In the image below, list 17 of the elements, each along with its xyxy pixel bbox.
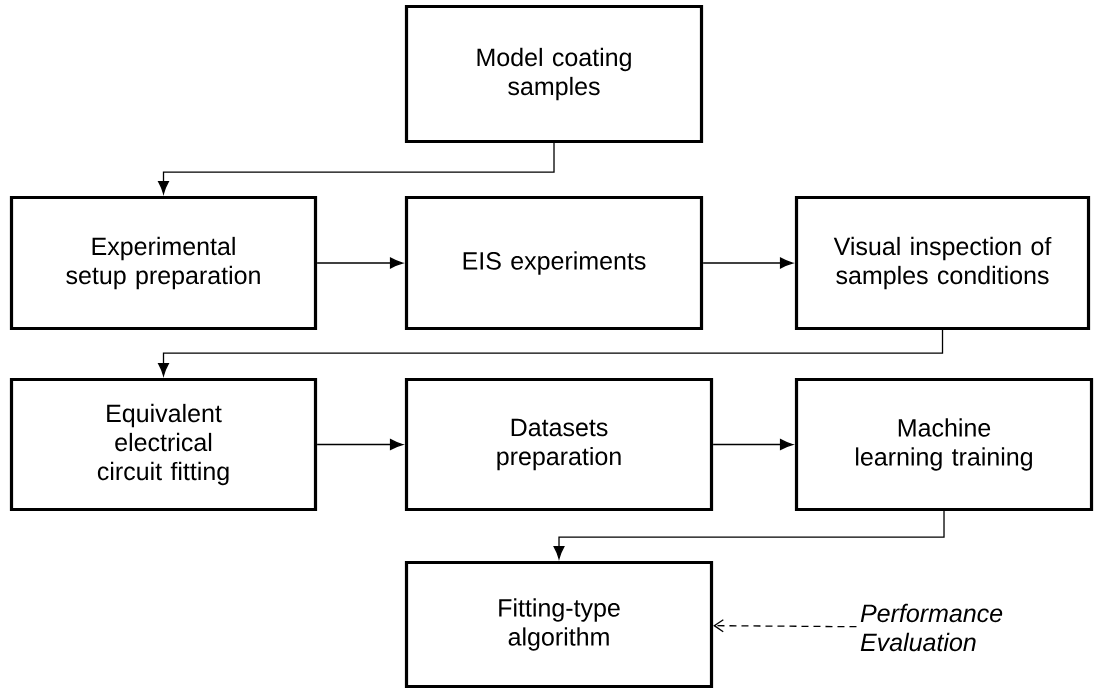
process-box: Datasets preparation bbox=[404, 377, 714, 512]
arrow bbox=[553, 510, 945, 560]
process-box: EIS experiments bbox=[404, 195, 704, 331]
arrow bbox=[316, 257, 404, 269]
process-box: Machine learning training bbox=[794, 377, 1094, 512]
arrow bbox=[158, 142, 555, 195]
arrow bbox=[158, 329, 944, 377]
arrow bbox=[702, 257, 794, 269]
arrow bbox=[316, 439, 404, 450]
process-box: Experimental setup preparation bbox=[9, 195, 318, 331]
arrow bbox=[713, 619, 858, 633]
process-box: Visual inspection of samples conditions bbox=[794, 195, 1091, 331]
process-box: Equivalent electrical circuit fitting bbox=[9, 377, 318, 512]
process-box: Model coating samples bbox=[404, 4, 704, 144]
arrow bbox=[712, 439, 794, 450]
process-box: Fitting-type algorithm bbox=[404, 560, 714, 689]
note-text: Performance Evaluation bbox=[860, 603, 1003, 652]
